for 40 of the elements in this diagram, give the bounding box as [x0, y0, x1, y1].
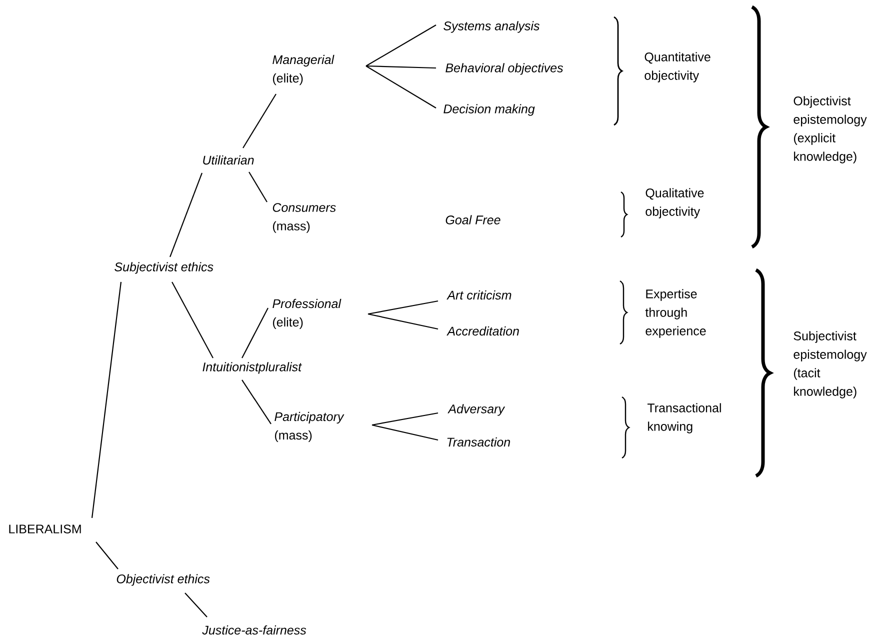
branch-line: [366, 65, 436, 69]
term-label: Intuitionistpluralist: [202, 362, 302, 374]
group-label: Goal Free: [446, 215, 500, 224]
group-label: Objectivist epistemology (explicit knowledge): [794, 96, 867, 164]
branch-line: [248, 172, 268, 202]
branch-line: [242, 308, 268, 358]
term-label: Utilitarian: [203, 155, 254, 165]
branch-line: [96, 542, 118, 570]
term-label: Art criticism: [446, 290, 512, 300]
term-label: Decision making: [444, 104, 535, 116]
branch-line: [368, 300, 438, 315]
branch-line: [242, 94, 276, 148]
branch-line: [184, 592, 208, 618]
term-label: Professional (elite): [272, 298, 342, 330]
term-label: Objectivist ethics: [116, 574, 210, 586]
group-label: Subjectivist epistemology (tacit knowledge): [794, 331, 867, 398]
group-label: Transactional knowing: [647, 403, 721, 434]
term-label: Subjectivist ethics: [114, 262, 214, 274]
term-label: LIBERALISM: [9, 524, 81, 534]
group-label: Qualitative objectivity: [646, 188, 704, 218]
term-label: Adversary: [448, 404, 506, 416]
term-label: Behavioral objectives: [446, 63, 564, 75]
group-label: Quantitative objectivity: [644, 52, 710, 82]
term-label: Justice-as-fairness: [202, 625, 306, 635]
group-label: Expertise through experience: [645, 289, 706, 338]
branch-line: [366, 24, 436, 66]
term-label: Managerial (elite): [272, 54, 334, 86]
branch-line: [91, 282, 122, 518]
branch-line: [368, 313, 438, 330]
branch-line: [170, 172, 203, 258]
term-label: Systems analysis: [444, 21, 540, 33]
branch-line: [242, 380, 272, 424]
term-label: Accreditation: [446, 326, 519, 336]
branch-line: [372, 412, 438, 426]
branch-line: [366, 66, 436, 108]
branch-line: [172, 282, 214, 358]
term-label: Transaction: [447, 437, 510, 447]
term-label: Participatory (mass): [274, 412, 344, 442]
term-label: Consumers (mass): [272, 203, 336, 233]
branch-line: [372, 424, 438, 441]
